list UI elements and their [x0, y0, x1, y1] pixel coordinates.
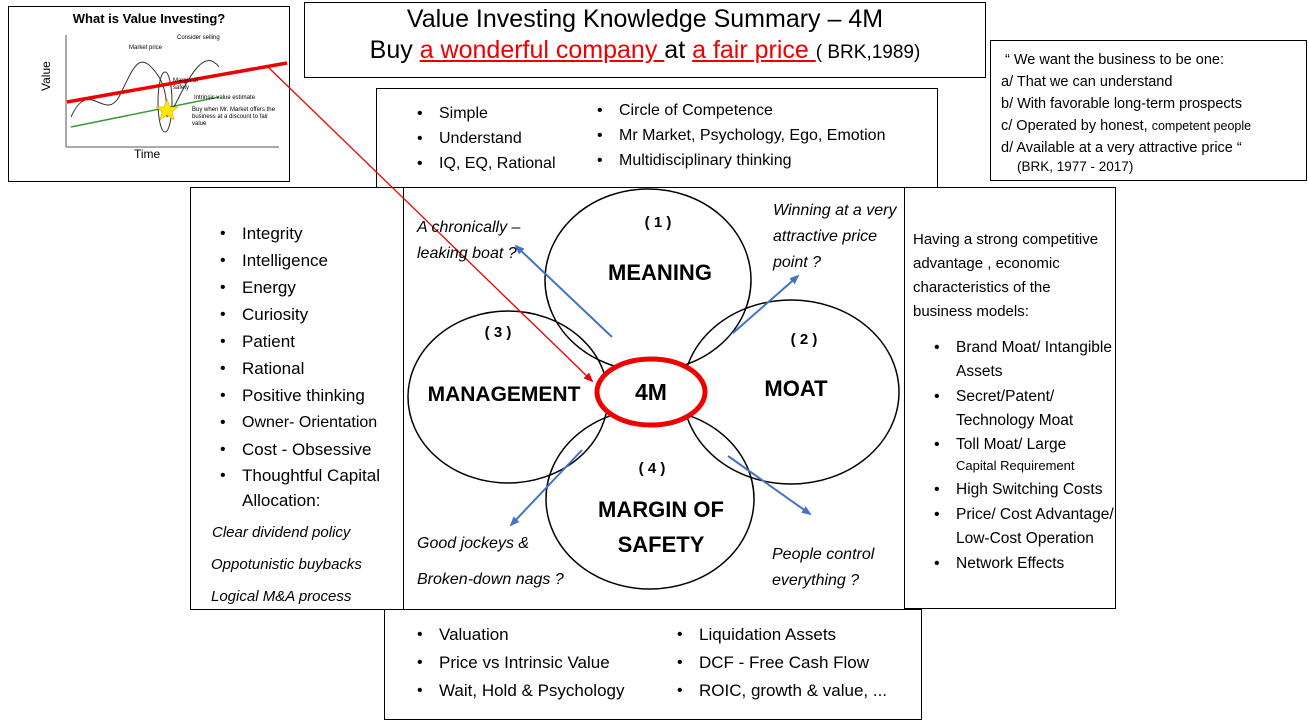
arrow-bottom-left — [509, 449, 583, 527]
management-number: ( 3 ) — [484, 324, 512, 341]
quote-source: (BRK, 1977 - 2017) — [1017, 159, 1134, 174]
management-italic-2: Oppotunistic buybacks — [211, 556, 362, 573]
thumb-note-buy-when: Buy when Mr. Market offers the business … — [192, 107, 275, 127]
thumb-note-consider-selling: Consider selling — [177, 35, 220, 41]
moat-item: Network Effects — [934, 552, 1114, 576]
question-leaking-boat: A chronically – leaking boat ? — [417, 219, 521, 262]
page-title: Value Investing Knowledge Summary – 4M — [406, 5, 884, 33]
arrow-top-right — [732, 274, 800, 334]
management-list: Integrity Intelligence Energy Curiosity … — [220, 220, 402, 513]
safety-item: Price vs Intrinsic Value — [417, 649, 625, 677]
management-item: Energy — [220, 274, 402, 301]
moat-box: Having a strong competitive advantage , … — [904, 187, 1116, 609]
meaning-item: Understand — [417, 126, 556, 151]
subtitle-wonderful-company: a wonderful company — [419, 36, 665, 64]
safety-list-2: Liquidation Assets DCF - Free Cash Flow … — [677, 621, 887, 705]
management-item: Patient — [220, 328, 402, 355]
center-label: 4M — [635, 379, 667, 405]
subtitle-buy: Buy — [369, 36, 420, 64]
moat-item-small: Capital Requirement — [956, 458, 1075, 473]
page-subtitle: Buy a wonderful company at a fair price … — [305, 36, 985, 65]
quote-item-d: d/ Available at a very attractive price … — [1001, 140, 1242, 156]
management-italic-1: Clear dividend policy — [212, 524, 351, 541]
safety-list-1: Valuation Price vs Intrinsic Value Wait,… — [417, 621, 625, 705]
title-box: Value Investing Knowledge Summary – 4M B… — [304, 2, 986, 78]
management-item: Rational — [220, 355, 402, 382]
meaning-label: MEANING — [608, 260, 712, 285]
meaning-item: Simple — [417, 101, 556, 126]
management-label: MANAGEMENT — [427, 383, 581, 406]
safety-number: ( 4 ) — [638, 460, 666, 477]
question-people-control: People control everything ? — [772, 546, 875, 589]
management-item: Owner- Orientation — [220, 409, 402, 436]
moat-number: ( 2 ) — [790, 331, 818, 348]
management-item: Thoughtful Capital Allocation: — [220, 463, 402, 513]
moat-label: MOAT — [764, 376, 828, 401]
moat-item: Price/ Cost Advantage/ Low-Cost Operatio… — [934, 503, 1114, 551]
meaning-item: Mr Market, Psychology, Ego, Emotion — [597, 123, 886, 148]
safety-item: Valuation — [417, 621, 625, 649]
subtitle-fair-price: a fair price — [692, 36, 816, 64]
subtitle-at: at — [664, 36, 693, 64]
quote-item-a: a/ That we can understand — [1001, 74, 1173, 90]
meaning-item: Circle of Competence — [597, 98, 885, 123]
safety-item: Wait, Hold & Psychology — [417, 677, 624, 705]
thumb-note-intrinsic: Intrinsic value estimate — [194, 95, 256, 101]
management-italic-3: Logical M&A process — [211, 588, 352, 605]
moat-item: Brand Moat/ Intangible Assets — [934, 336, 1114, 384]
safety-item: ROIC, growth & value, ... — [677, 677, 887, 705]
question-price-point: Winning at a very attractive price point… — [773, 202, 897, 271]
safety-item: DCF - Free Cash Flow — [677, 649, 887, 677]
meaning-list-1: Simple Understand IQ, EQ, Rational — [417, 101, 556, 176]
management-item: Intelligence — [220, 247, 402, 274]
thumb-note-market-price: Market price — [129, 45, 163, 51]
quote-item-c-text: c/ Operated by honest, — [1001, 118, 1152, 134]
thumbnail-title: What is Value Investing? — [72, 11, 226, 26]
quote-intro: “ We want the business to be one: — [1005, 52, 1224, 68]
quote-item-b: b/ With favorable long-term prospects — [1001, 96, 1242, 112]
management-item: Integrity — [220, 220, 402, 247]
meaning-item: Multidisciplinary thinking — [597, 148, 885, 173]
question-jockeys: Good jockeys & — [417, 535, 530, 552]
safety-box: Valuation Price vs Intrinsic Value Wait,… — [384, 609, 922, 720]
safety-label: MARGIN OF SAFETY — [598, 497, 724, 557]
moat-item: Secret/Patent/ Technology Moat — [934, 385, 1114, 433]
thumb-note-margin: Margin of safety — [173, 78, 199, 91]
value-investing-thumbnail: What is Value Investing? Value Time Mark… — [8, 6, 290, 182]
moat-item: Toll Moat/ Large — [934, 434, 1114, 456]
meaning-item: IQ, EQ, Rational — [417, 151, 555, 176]
moat-intro: Having a strong competitive advantage , … — [913, 231, 1099, 320]
management-item: Cost - Obsessive — [220, 436, 402, 463]
arrow-bottom-right — [727, 455, 812, 516]
meaning-box: Simple Understand IQ, EQ, Rational Circl… — [376, 88, 938, 188]
management-box: Integrity Intelligence Energy Curiosity … — [190, 187, 404, 610]
safety-item: Liquidation Assets — [677, 621, 887, 649]
quote-box: “ We want the business to be one: a/ Tha… — [990, 40, 1307, 181]
quote-item-c: c/ Operated by honest, competent people — [1001, 115, 1306, 137]
meaning-list-2: Circle of Competence Mr Market, Psycholo… — [597, 98, 886, 173]
question-nags: Broken-down nags ? — [417, 571, 564, 588]
moat-item: High Switching Costs — [934, 478, 1114, 502]
meaning-number: ( 1 ) — [644, 214, 672, 231]
moat-list: Brand Moat/ Intangible Assets Secret/Pat… — [934, 336, 1114, 576]
subtitle-source: ( BRK,1989) — [815, 42, 921, 63]
thumbnail-plot — [65, 35, 288, 148]
quote-item-c-small: competent people — [1151, 119, 1252, 133]
thumbnail-xlabel: Time — [134, 147, 161, 161]
management-item: Curiosity — [220, 301, 402, 328]
management-item: Positive thinking — [220, 382, 402, 409]
